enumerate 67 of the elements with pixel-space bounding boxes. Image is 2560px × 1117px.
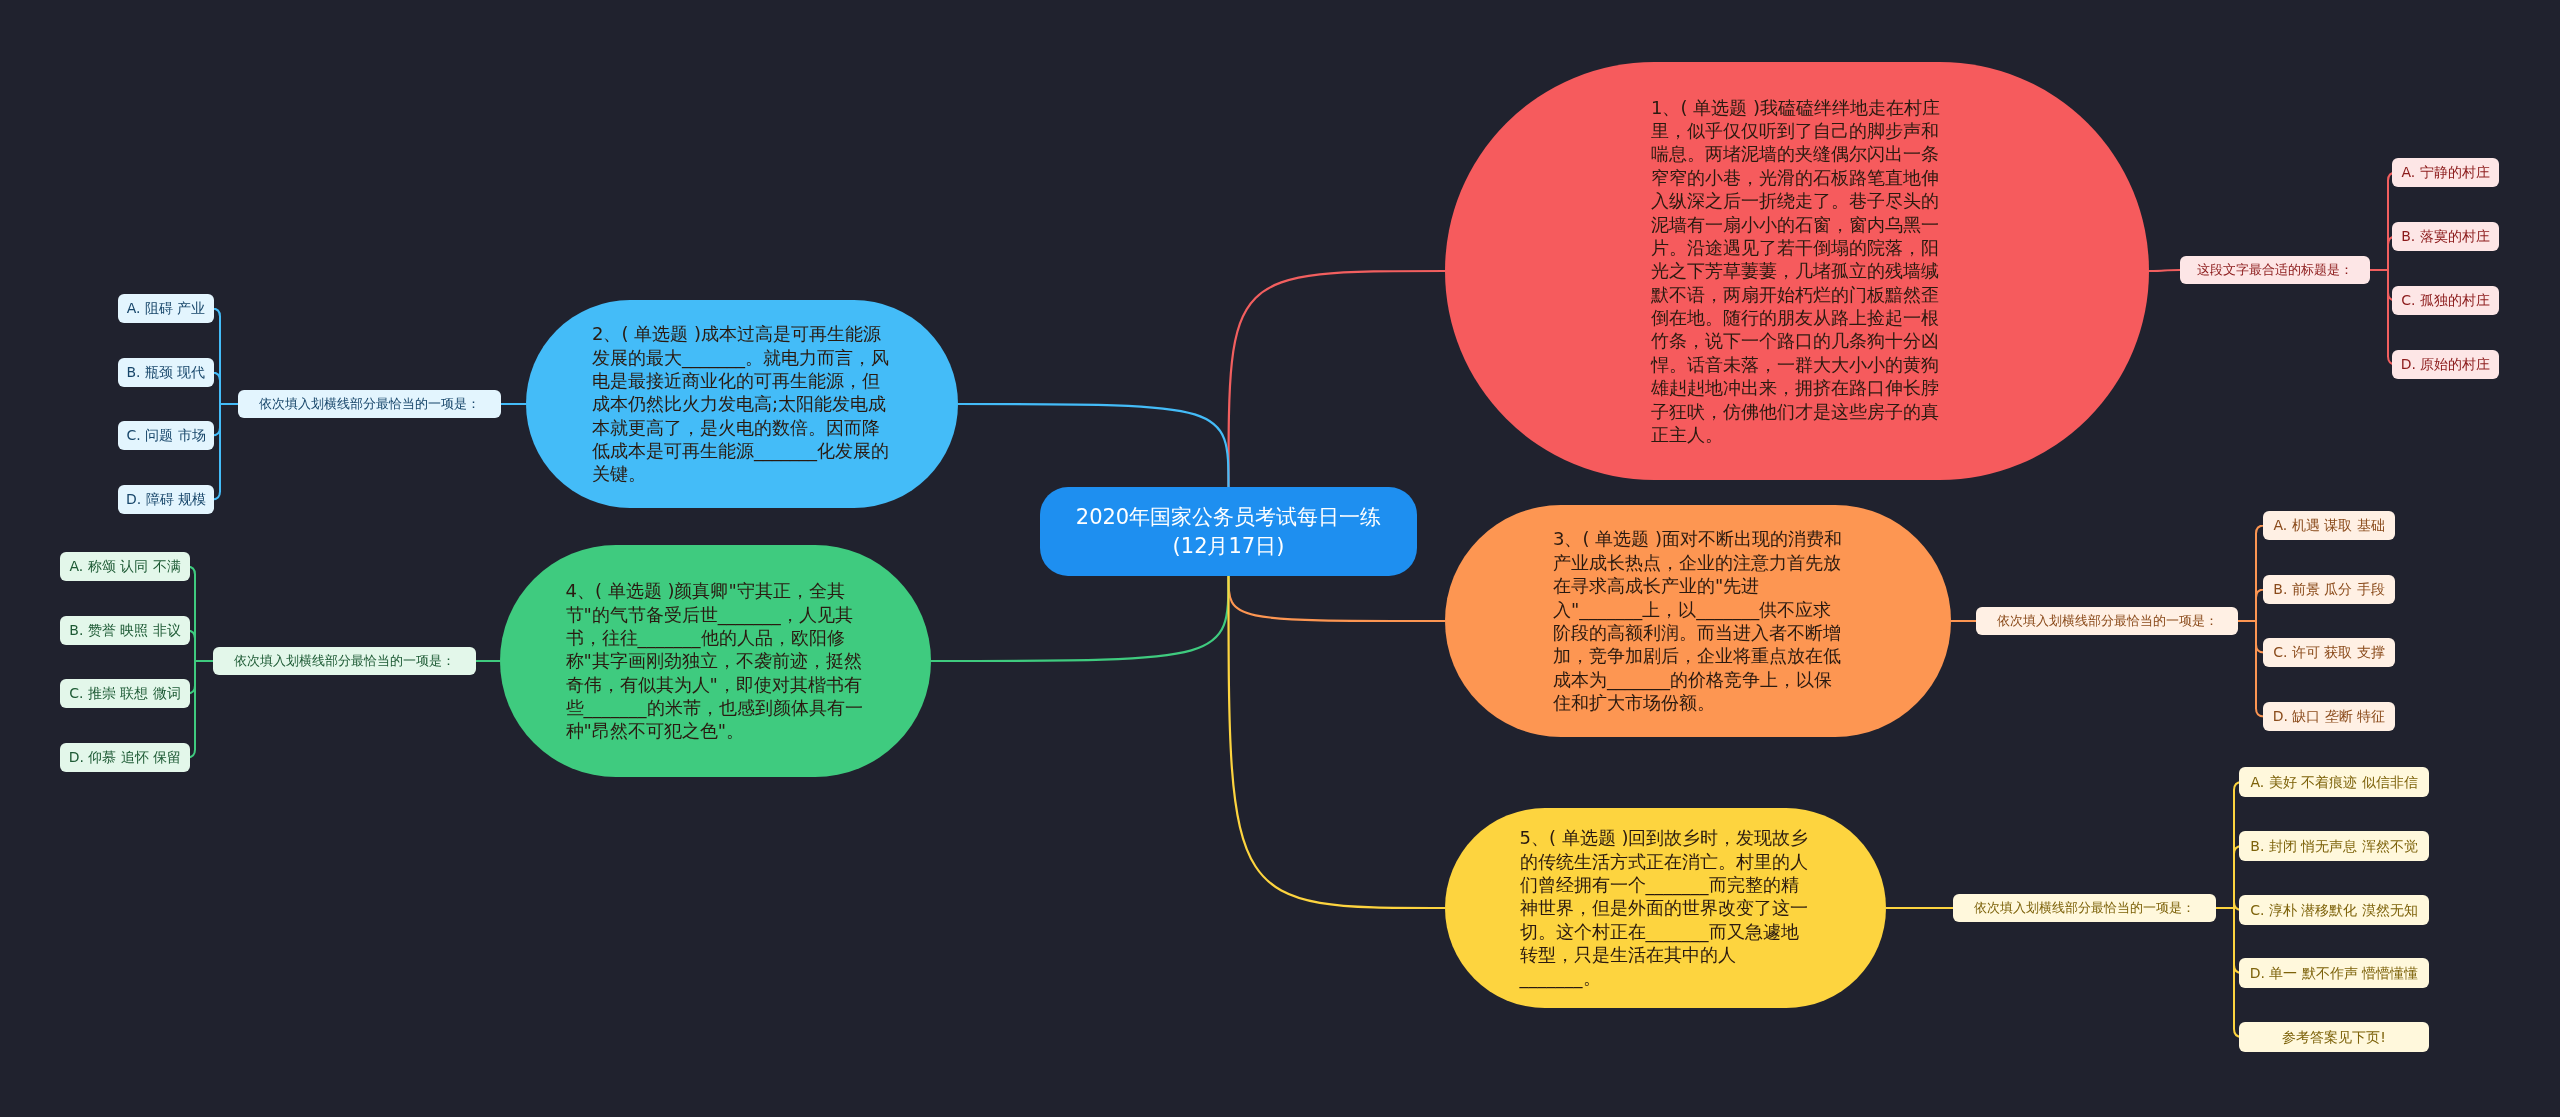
topic-node — [1040, 487, 1417, 576]
prompt-text: 依次填入划横线部分最恰当的一项是： — [1974, 900, 2195, 916]
option-card — [2263, 575, 2395, 604]
option-card — [2239, 895, 2429, 925]
option-text: B. 赞誉 映照 非议 — [69, 622, 181, 639]
option-text: C. 问题 市场 — [126, 427, 206, 444]
option-text: B. 前景 瓜分 手段 — [2273, 581, 2385, 598]
question-text: 2、( 单选题 )成本过高是可再生能源发展的最大_______。就电力而言，风电是最接近商业化的可再生能源，但成本仍然比火力发电高;太阳能发电成本就更高了，是火电的数倍。因而降低成本是可再生能源_______化发展的关键。 — [592, 322, 890, 486]
option-text: D. 缺口 垄断 特征 — [2272, 708, 2386, 725]
option-card — [2392, 286, 2499, 315]
option-card — [118, 421, 214, 450]
option-card — [2263, 638, 2395, 667]
option-text: A. 美好 不着痕迹 似信非信 — [2250, 773, 2418, 791]
question-text: 1、( 单选题 )我磕磕绊绊地走在村庄里，似乎仅仅听到了自己的脚步声和喘息。两堵泥墙的夹缝偶尔闪出一条窄窄的小巷，光滑的石板路笔直地伸入纵深之后一折绕走了。巷子尽头的泥墙有一扇小小的石窗，窗内乌黑一片。沿途遇见了若干倒塌的院落，阳光之下芳草萋萋，几堵孤立的残墙缄默不语，两扇开始朽烂的门板黯然歪倒在地。随行的朋友从路上捡起一根竹条，说下一个路口的几条狗十分凶悍。话音未落，一群大大小小的黄狗雄赳赳地冲出来，拥挤在路口伸长脖子狂吠，仿佛他们才是这些房子的真正主人。 — [1651, 95, 1941, 447]
prompt-card — [213, 647, 476, 675]
option-text: B. 封闭 悄无声息 浑然不觉 — [2250, 837, 2418, 855]
option-card — [2392, 350, 2499, 379]
question-text: 3、( 单选题 )面对不断出现的消费和产业成长热点，企业的注意力首先放在寻求高成长产业的"先进入"_______上，以_______供不应求阶段的高额利润。而当进入者不断增加，竞争加剧后，企业将重点放在低成本为_______的价格竞争上，以保住和扩大市场份额。 — [1553, 527, 1843, 715]
option-card — [2239, 958, 2429, 988]
branch-line — [1227, 576, 1445, 910]
option-text: D. 仰慕 追怀 保留 — [68, 749, 182, 766]
option-card — [60, 743, 190, 772]
branch-line — [2148, 269, 2181, 272]
prompt-text: 依次填入划横线部分最恰当的一项是： — [259, 396, 480, 412]
option-text: 参考答案见下页! — [2282, 1028, 2386, 1046]
branch-line — [2237, 620, 2265, 718]
option-text: A. 阻碍 产业 — [126, 300, 206, 317]
branch-line — [958, 402, 1230, 487]
question-text: 5、( 单选题 )回到故乡时，发现故乡的传统生活方式正在消亡。村里的人们曾经拥有一个_______而完整的精神世界，但是外面的世界改变了这一切。这个村正在_______而又急遽地转型，只是生活在其中的人_______。 — [1519, 826, 1810, 990]
prompt-text: 依次填入划横线部分最恰当的一项是： — [1996, 613, 2218, 629]
topic-text: 2020年国家公务员考试每日一练(12月17日) — [1074, 504, 1383, 560]
option-text: D. 单一 默不作声 懵懵懂懂 — [2249, 964, 2419, 982]
option-text: D. 原始的村庄 — [2400, 356, 2491, 373]
prompt-text: 这段文字最合适的标题是： — [2197, 262, 2353, 278]
option-card — [2392, 158, 2499, 187]
option-card — [2263, 702, 2395, 731]
option-card — [118, 358, 214, 387]
option-text: C. 淳朴 潜移默化 漠然无知 — [2250, 901, 2418, 919]
branch-line — [475, 660, 501, 662]
branch-line — [500, 403, 527, 405]
option-text: A. 宁静的村庄 — [2401, 164, 2490, 181]
option-card — [2239, 767, 2429, 797]
option-card — [60, 616, 190, 645]
option-text: C. 推崇 联想 微词 — [69, 685, 181, 702]
option-text: D. 障碍 规模 — [125, 491, 207, 508]
option-card — [2239, 1022, 2429, 1052]
option-text: A. 称颂 认同 不满 — [69, 558, 181, 575]
option-card — [60, 679, 190, 708]
prompt-card — [1976, 607, 2238, 635]
prompt-card — [2180, 256, 2370, 284]
option-text: B. 瓶颈 现代 — [126, 364, 206, 381]
branch-line — [1950, 620, 1977, 622]
prompt-card — [238, 390, 501, 418]
prompt-card — [1953, 894, 2216, 922]
option-text: A. 机遇 谋取 基础 — [2273, 517, 2385, 534]
option-card — [118, 485, 214, 514]
option-text: B. 落寞的村庄 — [2401, 228, 2490, 245]
question-text: 4、( 单选题 )颜真卿"守其正，全其节"的气节备受后世_______，人见其书，往往_______他的人品，欧阳修称"其字画刚劲独立，不袭前迹，挺然奇伟，有似其为人"，即使对其楷书有些_______的米芾，也感到颜体具有一种"昂然不可犯之色"。 — [565, 579, 864, 743]
option-card — [60, 552, 190, 581]
option-card — [118, 294, 214, 323]
option-text: C. 许可 获取 支撑 — [2273, 644, 2385, 661]
option-card — [2392, 222, 2499, 251]
branch-line — [1885, 907, 1954, 909]
option-text: C. 孤独的村庄 — [2401, 292, 2490, 309]
prompt-text: 依次填入划横线部分最恰当的一项是： — [234, 653, 455, 669]
option-card — [2239, 831, 2429, 861]
option-card — [2263, 511, 2395, 540]
